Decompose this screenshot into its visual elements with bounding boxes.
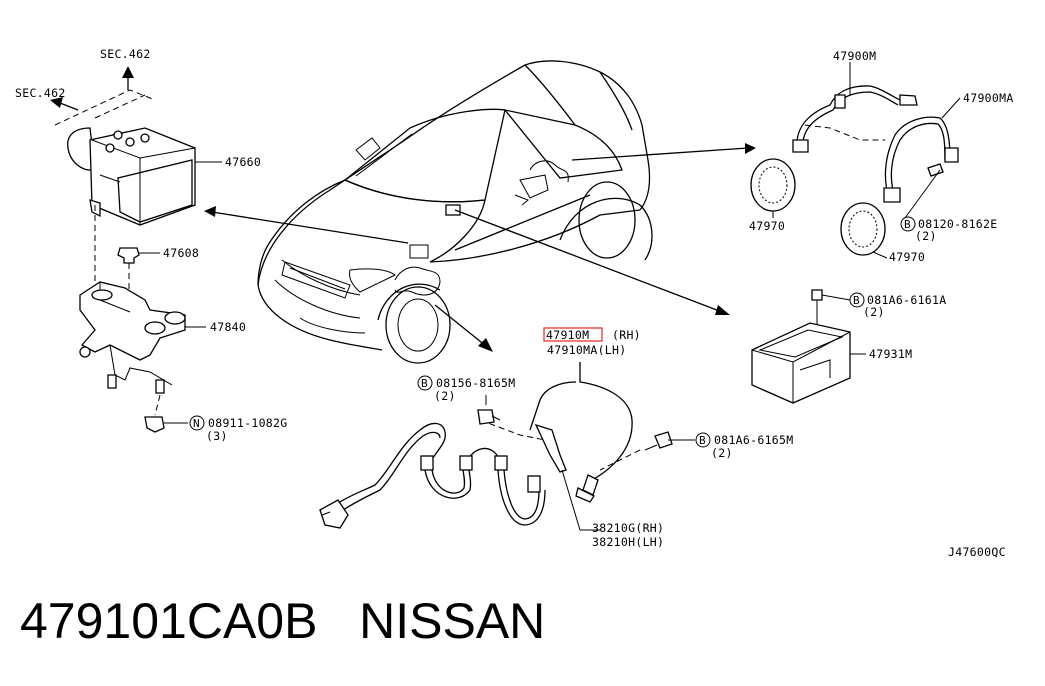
prefix-n-08911: N <box>193 417 200 430</box>
label-38210h: 38210H(LH) <box>592 535 664 549</box>
label-diagram-code: J47600QC <box>948 545 1006 559</box>
label-sec-462-top: SEC.462 <box>100 47 151 61</box>
car-body-illustration <box>257 60 653 364</box>
n-circle-icon <box>189 415 205 431</box>
prefix-b-08120: B <box>904 218 911 231</box>
prefix-b-081a6-6161: B <box>853 294 860 307</box>
label-47900ma: 47900MA <box>963 91 1014 105</box>
front-sensor-47910m <box>319 362 695 531</box>
label-47660: 47660 <box>225 155 261 169</box>
sensor-ring-47970-b <box>840 202 888 259</box>
sensor-ring-47970-a <box>750 158 796 218</box>
b-circle-icon-08156 <box>417 375 433 391</box>
b-circle-icon-081a6-6165 <box>695 432 711 448</box>
prefix-b-08156: B <box>421 377 428 390</box>
part-labels: SEC.462 SEC.462 47660 47608 47840 N 0891… <box>15 47 1014 559</box>
bracket-47840 <box>79 281 206 416</box>
b-circle-icon-081a6-6161 <box>849 292 865 308</box>
label-47840: 47840 <box>210 320 246 334</box>
label-08156-qty: (2) <box>434 389 456 403</box>
grommet-47608 <box>94 205 160 290</box>
label-081a6-6165m: 081A6-6165M <box>714 433 793 447</box>
abs-actuator-47660 <box>54 89 222 226</box>
label-08911-qty: (3) <box>206 429 228 443</box>
label-47910ma: 47910MA(LH) <box>547 343 626 357</box>
sec-arrows <box>50 66 134 111</box>
label-081a6-6161a-qty: (2) <box>863 305 885 319</box>
highlight-box-47910m <box>543 327 603 342</box>
label-081a6-6165m-qty: (2) <box>711 446 733 460</box>
label-47970-a: 47970 <box>749 219 785 233</box>
rear-sensor-47900m <box>792 62 918 153</box>
b-circle-icon-08120 <box>900 216 916 232</box>
label-08911: 08911-1082G <box>208 416 287 430</box>
reference-arrows <box>204 143 756 352</box>
prefix-icons <box>417 216 916 448</box>
label-47900m: 47900M <box>833 49 876 63</box>
nut-08911 <box>144 415 205 433</box>
label-sec-462-left: SEC.462 <box>15 86 66 100</box>
label-081a6-6161a: 081A6-6161A <box>867 293 946 307</box>
label-47608: 47608 <box>163 246 199 260</box>
label-47910m-side: (RH) <box>612 328 641 342</box>
label-47970-b: 47970 <box>889 250 925 264</box>
part-number-caption: 479101CA0B NISSAN <box>20 593 546 649</box>
label-38210g: 38210G(RH) <box>592 521 664 535</box>
label-08120: 08120-8162E <box>918 217 997 231</box>
label-47910m: 47910M <box>546 328 589 342</box>
label-08120-qty: (2) <box>915 229 937 243</box>
label-47931m: 47931M <box>869 347 912 361</box>
prefix-b-081a6-6165: B <box>699 434 706 447</box>
rear-sensor-47900ma <box>883 97 961 219</box>
control-unit-47931m <box>751 289 866 404</box>
label-08156: 08156-8165M <box>436 376 515 390</box>
